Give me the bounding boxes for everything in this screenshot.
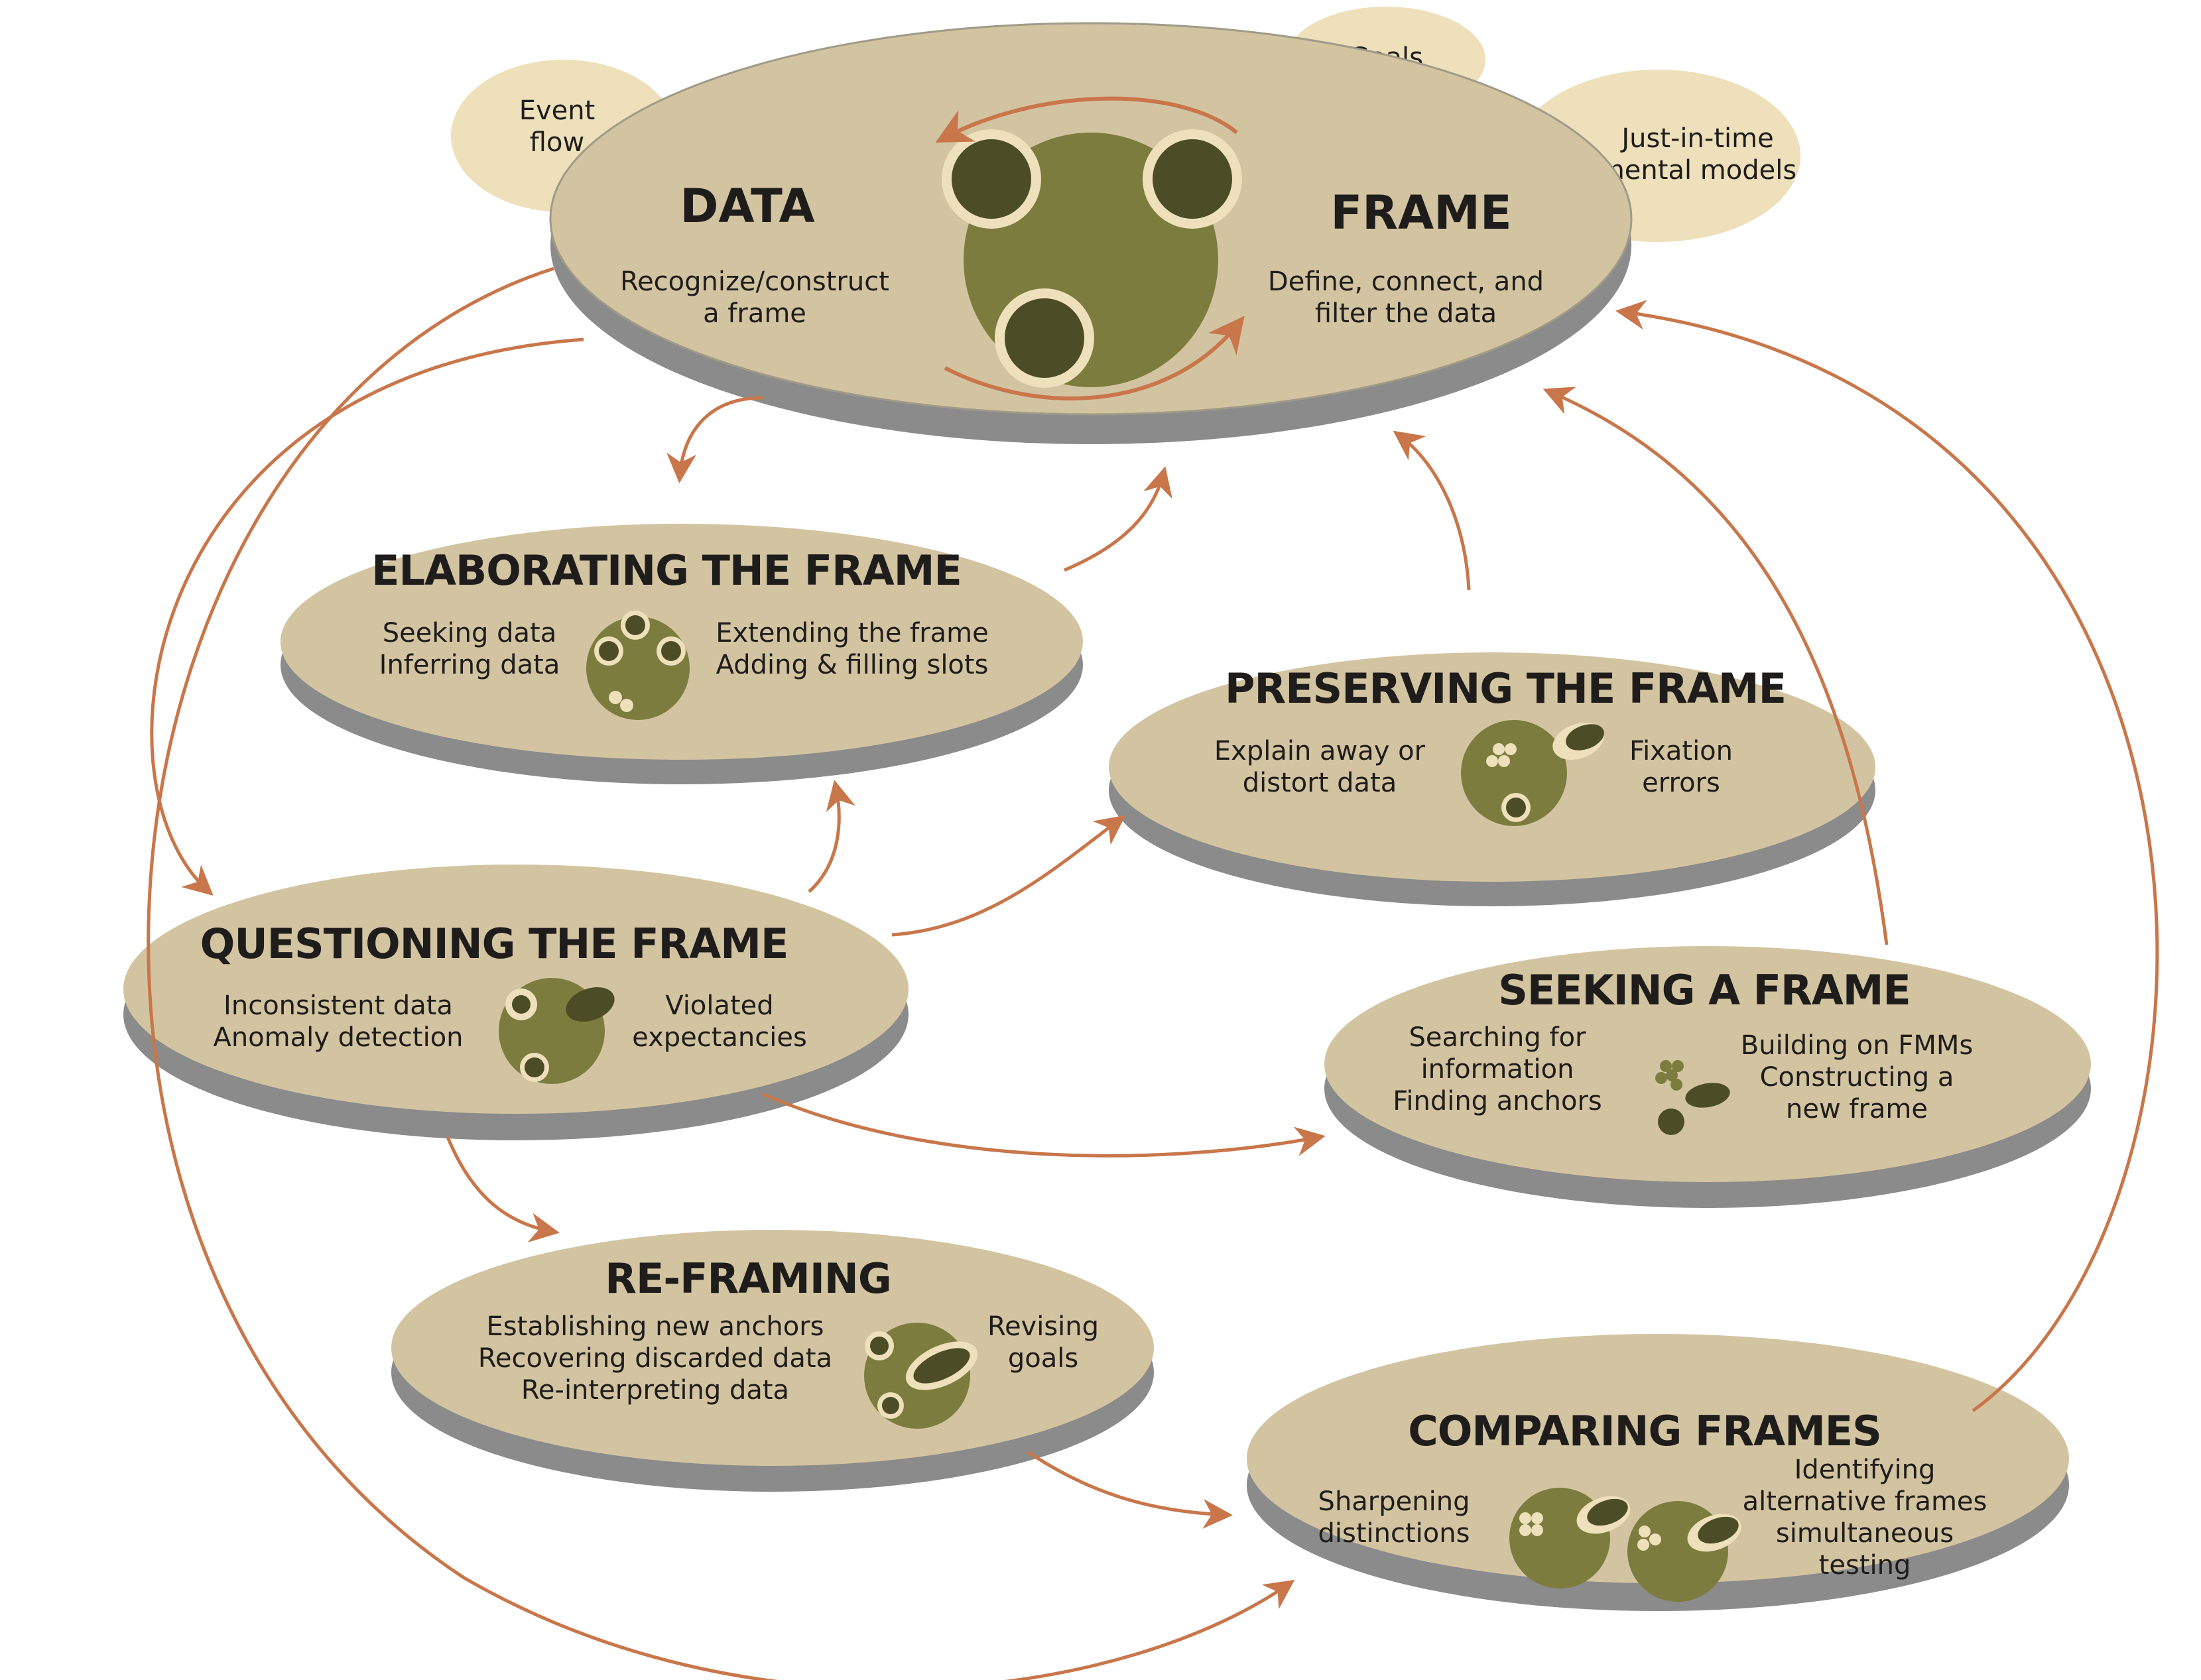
frame-circle-icon [942,129,1242,388]
reframing-left-1: Establishing new anchors [486,1311,824,1342]
data-title: DATA [680,179,814,233]
comparing-right-3: simultaneous [1776,1518,1954,1549]
preserving-left-1: Explain away or [1214,736,1426,766]
arrow-questioning-to-reframing [446,1136,560,1243]
comparing-right-2: alternative frames [1743,1486,1987,1517]
elaborating-left-2: Inferring data [379,650,560,680]
data-text-line-1: Recognize/construct [620,267,889,297]
comparing-circle-icon-b [1627,1501,1741,1602]
seeking-left-3: Finding anchors [1393,1086,1602,1116]
cycle-arrow-bottom [944,316,1245,400]
arrow-elaborating-to-data [1064,466,1172,572]
comparing-right-4: testing [1819,1550,1911,1581]
seeking-title: SEEKING A FRAME [1498,966,1911,1014]
reframing-node: RE-FRAMING Establishing new anchors Reco… [391,1230,1154,1492]
seeking-right-2: Constructing a [1760,1062,1954,1093]
event-flow-line-1: Event [519,95,596,126]
arrow-preserving-to-data [1393,430,1471,591]
arrow-seeking-to-data [1542,387,1889,945]
questioning-right-1: Violated [665,990,773,1021]
arrow-data-to-elaborating [666,396,763,483]
seeking-left-2: information [1421,1054,1574,1085]
seeking-left-1: Searching for [1409,1022,1587,1053]
preserving-title: PRESERVING THE FRAME [1225,664,1786,713]
elaborating-title: ELABORATING THE FRAME [371,546,962,595]
seeking-right-3: new frame [1786,1094,1928,1124]
preserving-right-2: errors [1642,768,1720,798]
cycle-arrow-top [935,96,1238,143]
seeking-right-1: Building on FMMs [1741,1030,1973,1061]
comparing-right-1: Identifying [1794,1455,1936,1485]
jit-models-line-2: mental models [1599,155,1796,186]
arrow-comparing-to-data [1615,300,2159,1413]
comparing-left-1: Sharpening [1318,1486,1470,1517]
comparing-circle-icon-a [1509,1488,1631,1589]
jit-models-line-1: Just-in-time [1619,123,1773,154]
comparing-title: COMPARING FRAMES [1408,1407,1881,1455]
preserving-circle-icon [1461,720,1604,826]
data-frame-ellipse: DATA Recognize/construct a frame FRAME D… [549,22,1633,444]
reframing-left-2: Recovering discarded data [478,1343,832,1374]
elaborating-circle-icon [586,611,690,720]
elaborating-frame-node: ELABORATING THE FRAME Seeking data Infer… [281,524,1083,784]
data-text-line-2: a frame [703,298,806,329]
reframing-right-1: Revising [987,1311,1099,1342]
questioning-circle-icon [499,978,615,1084]
preserving-frame-node: PRESERVING THE FRAME Explain away or dis… [1109,652,1875,906]
preserving-right-1: Fixation [1629,736,1733,766]
questioning-left-1: Inconsistent data [223,990,453,1021]
comparing-left-2: distinctions [1318,1518,1470,1549]
reframing-circle-icon [864,1323,978,1429]
reframing-left-3: Re-interpreting data [521,1375,789,1406]
questioning-title: QUESTIONING THE FRAME [200,920,788,968]
preserving-left-2: distort data [1243,768,1397,798]
seeking-frame-node: SEEKING A FRAME Searching for informatio… [1324,946,2091,1208]
reframing-title: RE-FRAMING [605,1254,891,1303]
arrow-data-to-comparing [147,267,1295,1680]
frame-title: FRAME [1330,186,1511,240]
questioning-left-2: Anomaly detection [213,1022,463,1053]
frame-text-line-2: filter the data [1315,298,1497,329]
elaborating-right-1: Extending the frame [716,618,989,648]
arrow-questioning-to-seeking [761,1092,1326,1158]
comparing-frames-node: COMPARING FRAMES Sharpening distinctions… [1247,1334,2069,1611]
arrow-data-to-questioning [150,337,584,896]
arrow-questioning-to-preserving [891,815,1126,937]
questioning-right-2: expectancies [632,1022,807,1053]
elaborating-right-2: Adding & filling slots [716,650,989,680]
frame-text-line-1: Define, connect, and [1268,267,1544,297]
arrow-reframing-to-comparing [1027,1450,1233,1529]
questioning-frame-node: QUESTIONING THE FRAME Inconsistent data … [123,865,909,1140]
reframing-right-2: goals [1008,1343,1078,1374]
seeking-scattered-icon [1655,1060,1730,1135]
arrow-questioning-to-elaborating [808,780,855,893]
connector-arrows [147,267,2159,1680]
elaborating-left-1: Seeking data [383,618,556,648]
event-flow-line-2: flow [530,127,584,158]
